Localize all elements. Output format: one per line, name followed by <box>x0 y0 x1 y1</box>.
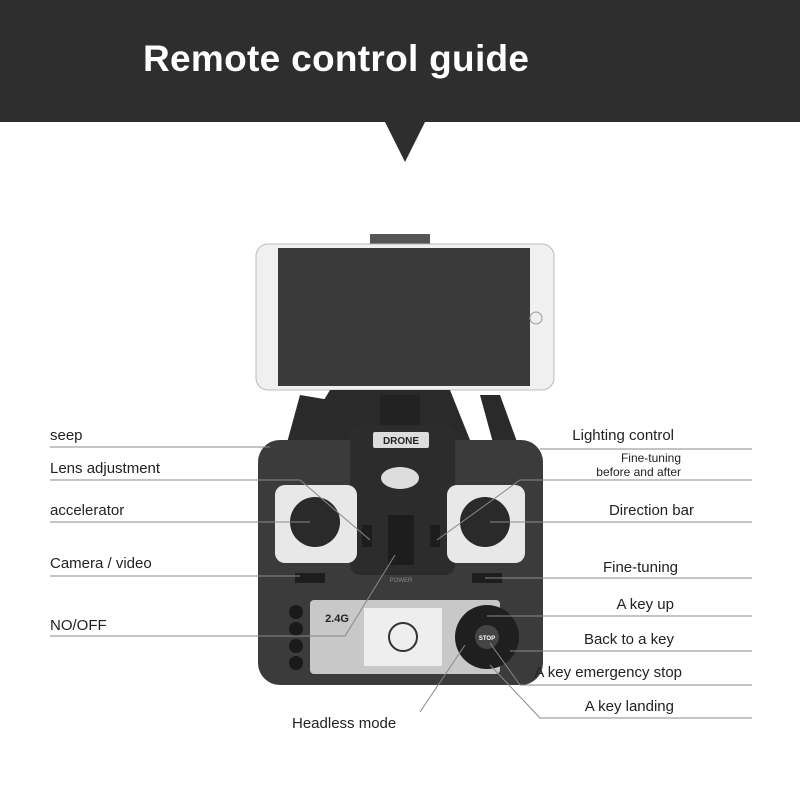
label-on-off: NO/OFF <box>50 617 107 634</box>
label-fine-tuning-ba-1: Fine-tuning <box>620 451 681 465</box>
label-emergency-stop: A key emergency stop <box>534 664 682 681</box>
label-lens-adjustment: Lens adjustment <box>50 460 161 477</box>
screen-logo: 2.4G <box>325 613 349 625</box>
stop-button: STOP <box>479 636 495 642</box>
label-key-up: A key up <box>616 596 674 613</box>
label-key-landing: A key landing <box>584 698 674 715</box>
power-label: POWER <box>390 578 413 584</box>
label-seep: seep <box>50 427 83 444</box>
label-direction-bar: Direction bar <box>608 502 694 519</box>
right-joystick <box>447 485 525 563</box>
left-joystick <box>275 485 357 563</box>
label-fine-tuning-ba-2: before and after <box>596 465 681 479</box>
label-fine-tuning: Fine-tuning <box>602 559 678 576</box>
label-camera-video: Camera / video <box>50 555 152 572</box>
label-back-to-key: Back to a key <box>583 631 674 648</box>
callout-lines <box>50 446 752 719</box>
label-accelerator: accelerator <box>50 502 125 519</box>
page-title: Remote control guide <box>143 38 530 79</box>
label-headless-mode: Headless mode <box>292 715 397 732</box>
phone <box>255 234 555 391</box>
header-banner <box>0 0 800 162</box>
drone-badge: DRONE <box>383 436 419 447</box>
remote-body <box>258 390 543 685</box>
label-lighting-control: Lighting control <box>572 427 674 444</box>
